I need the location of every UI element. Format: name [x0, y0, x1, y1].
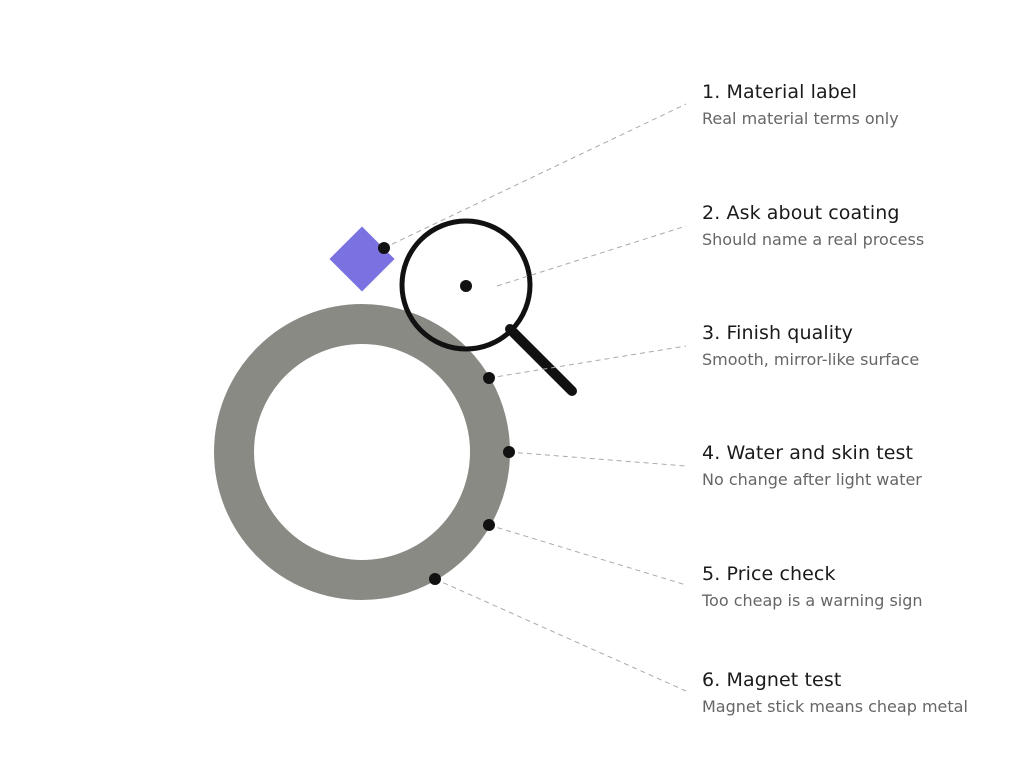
callout-label-5: 5. Price check Too cheap is a warning si…	[702, 562, 1012, 612]
marker-6	[429, 573, 441, 585]
callout-title: 5. Price check	[702, 563, 836, 585]
callout-label-1: 1. Material label Real material terms on…	[702, 80, 1012, 130]
leader-line-4	[508, 451, 687, 467]
leader-line-6	[434, 578, 687, 692]
callout-description: Real material terms only	[702, 109, 899, 128]
leader-lines	[383, 103, 687, 692]
marker-2	[460, 280, 472, 292]
marker-3	[483, 372, 495, 384]
callout-description: Should name a real process	[702, 230, 925, 249]
callout-description: Smooth, mirror-like surface	[702, 350, 920, 369]
leader-line-5	[488, 524, 687, 586]
callout-title: 2. Ask about coating	[702, 202, 900, 224]
leader-line-3	[488, 345, 687, 379]
marker-5	[483, 519, 495, 531]
ring-icon	[214, 304, 510, 600]
callout-title: 4. Water and skin test	[702, 442, 914, 464]
gem-diamond-icon	[329, 226, 395, 292]
callout-title: 6. Magnet test	[702, 669, 842, 691]
leader-line-1	[383, 103, 687, 249]
ring-band	[214, 304, 510, 600]
callout-title: 3. Finish quality	[702, 322, 853, 344]
magnifying-glass-icon	[399, 218, 577, 396]
callout-title: 1. Material label	[702, 81, 858, 103]
callout-label-3: 3. Finish quality Smooth, mirror-like su…	[702, 321, 1012, 371]
magnifier-handle	[505, 324, 577, 396]
callout-label-6: 6. Magnet test Magnet stick means cheap …	[702, 668, 1012, 718]
marker-1	[378, 242, 390, 254]
leader-line-2	[496, 225, 687, 287]
callout-markers	[378, 242, 515, 585]
marker-4	[503, 446, 515, 458]
callout-description: No change after light water	[702, 470, 922, 489]
callout-description: Magnet stick means cheap metal	[702, 697, 968, 716]
callout-label-4: 4. Water and skin test No change after l…	[702, 441, 1012, 491]
callout-label-2: 2. Ask about coating Should name a real …	[702, 201, 1012, 251]
callout-description: Too cheap is a warning sign	[702, 591, 923, 610]
magnifier-lens	[399, 218, 533, 352]
